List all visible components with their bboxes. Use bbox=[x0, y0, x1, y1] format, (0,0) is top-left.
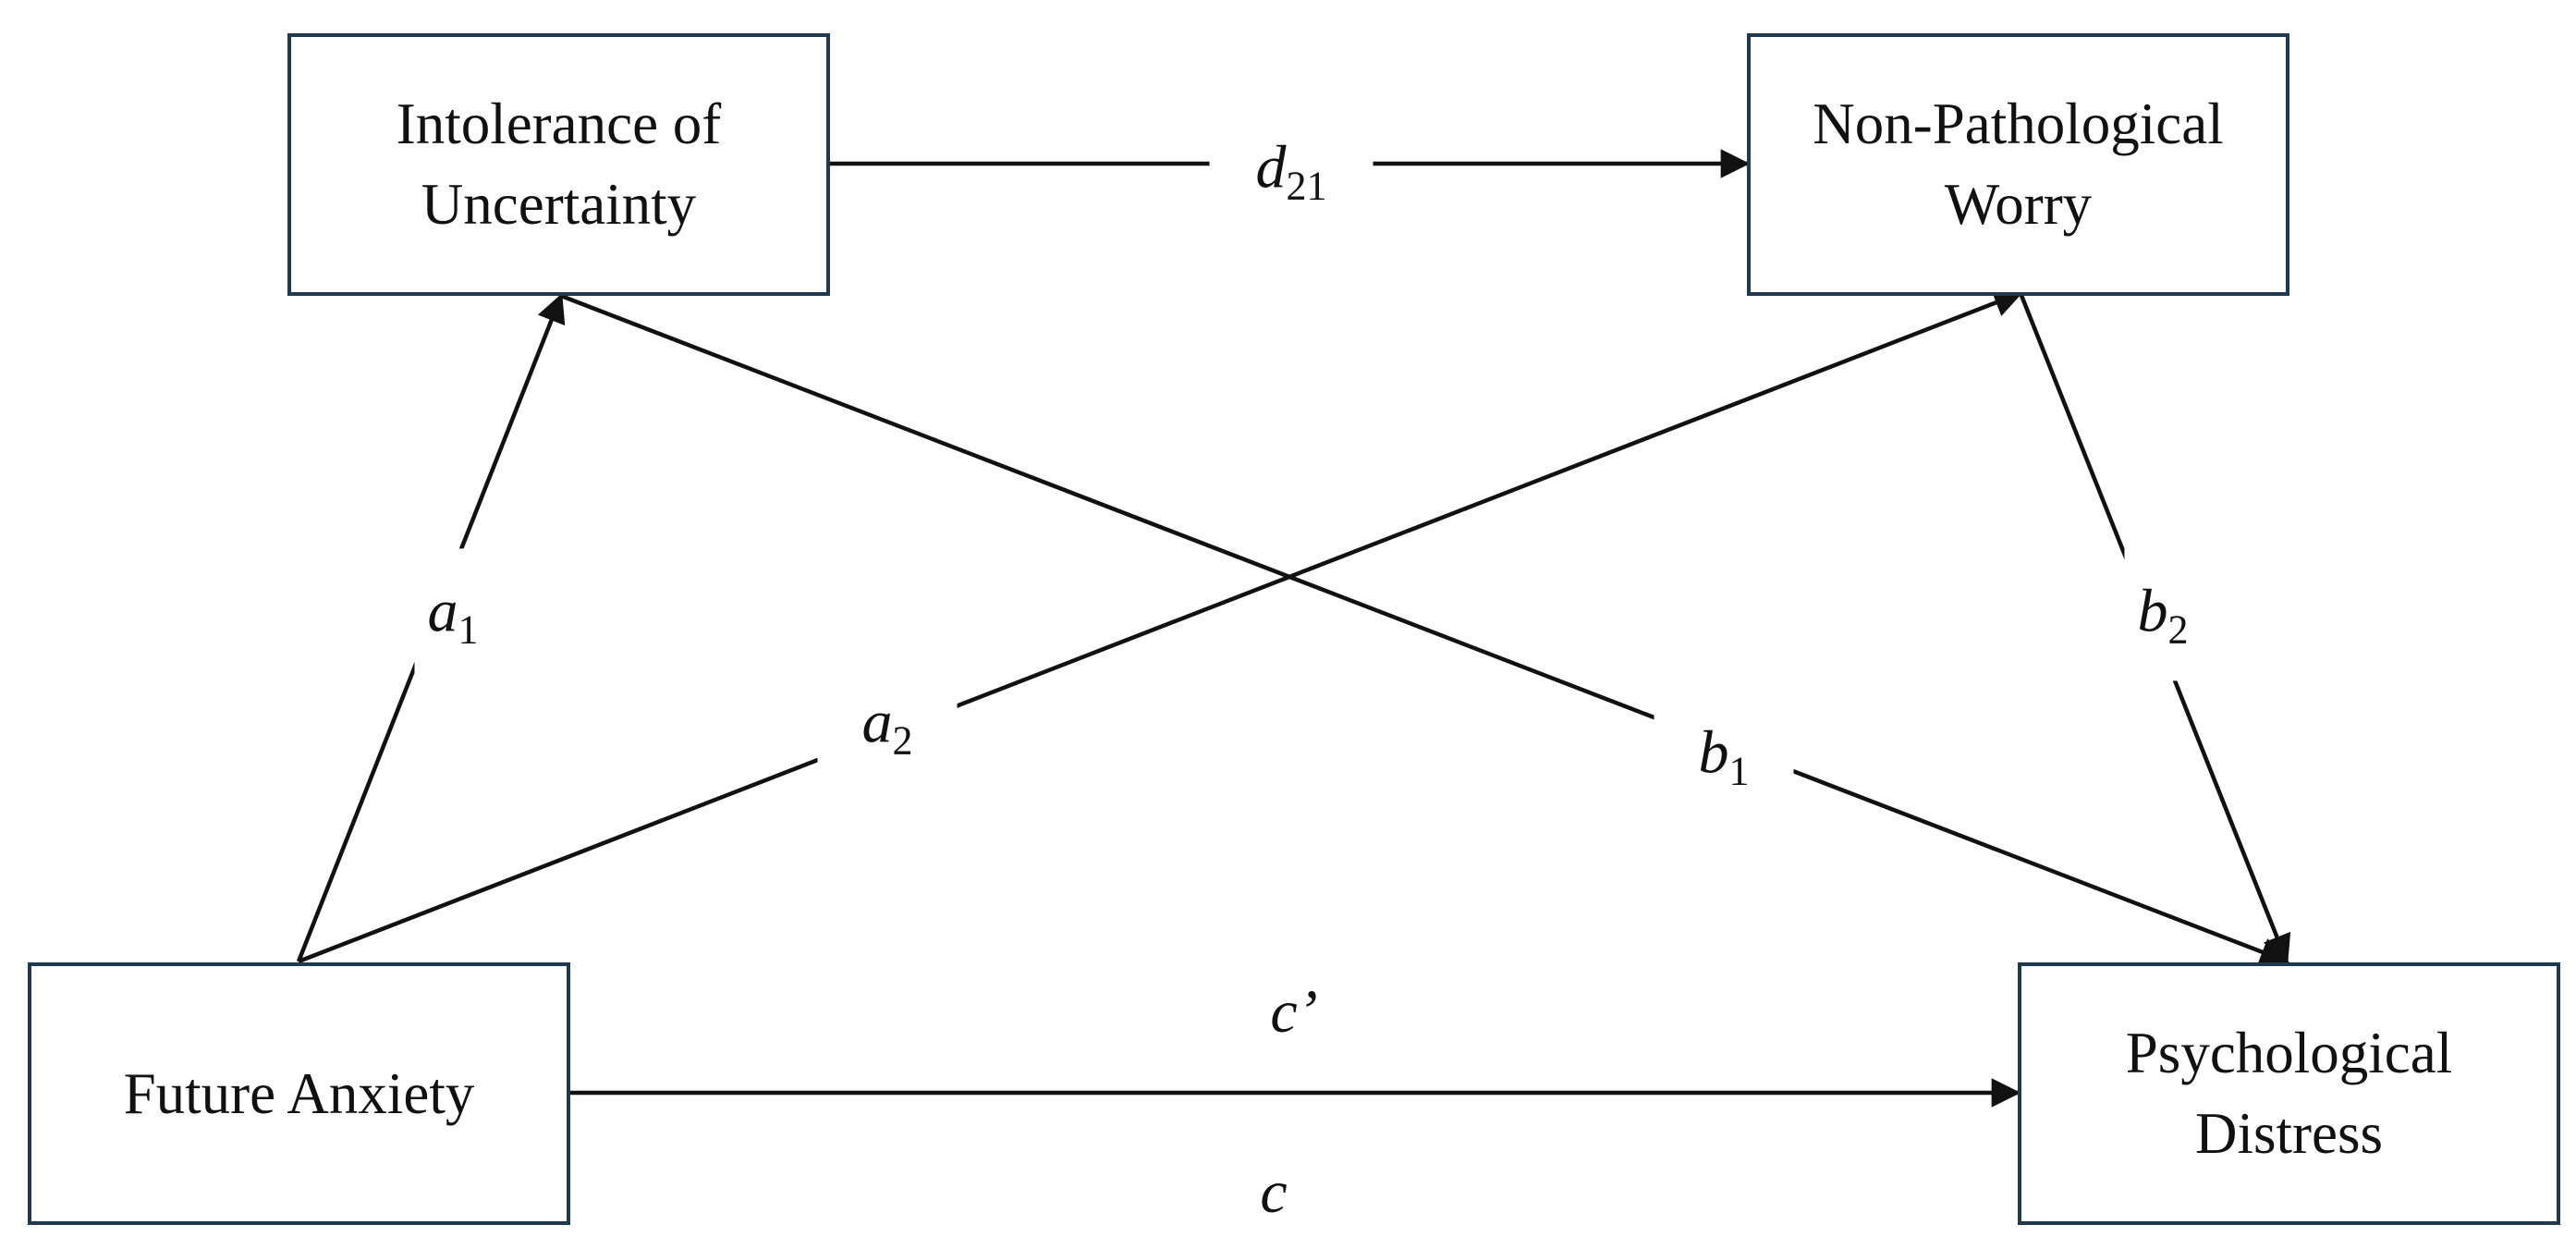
node-pd-line2: Distress bbox=[2194, 1101, 2383, 1166]
path-label-d21: d21 bbox=[1209, 129, 1373, 214]
node-pd-line1: Psychological bbox=[2125, 1021, 2453, 1086]
node-non-pathological-worry: Non-Pathological Worry bbox=[1747, 33, 2289, 296]
arrow-b1 bbox=[560, 293, 2289, 966]
node-npw-line2: Worry bbox=[1944, 172, 2093, 237]
path-label-b2: b2 bbox=[2124, 548, 2202, 681]
path-a1-sub: 1 bbox=[458, 606, 479, 653]
path-b1-sub: 1 bbox=[1728, 748, 1750, 794]
path-c-prime-main: c’ bbox=[1270, 978, 1318, 1046]
path-d21-main: d bbox=[1255, 133, 1287, 202]
path-a2-main: a bbox=[861, 688, 893, 756]
node-future-anxiety: Future Anxiety bbox=[28, 962, 570, 1225]
path-label-a1: a1 bbox=[414, 548, 492, 681]
arrow-a2 bbox=[298, 288, 2023, 964]
path-d21-sub: 21 bbox=[1286, 163, 1327, 209]
path-label-c-prime: c’ bbox=[1261, 973, 1326, 1051]
node-npw-line1: Non-Pathological bbox=[1813, 92, 2224, 157]
node-iu-line2: Uncertainty bbox=[421, 172, 697, 237]
path-label-c: c bbox=[1251, 1154, 1296, 1231]
path-b1-main: b bbox=[1698, 718, 1729, 787]
path-a2-sub: 2 bbox=[892, 717, 913, 764]
node-fa-line1: Future Anxiety bbox=[123, 1060, 475, 1126]
path-b2-sub: 2 bbox=[2167, 606, 2189, 653]
path-label-a2: a2 bbox=[817, 661, 958, 790]
node-iu-line1: Intolerance of bbox=[396, 92, 722, 157]
path-label-b1: b1 bbox=[1654, 692, 1794, 821]
path-b2-main: b bbox=[2137, 577, 2168, 645]
path-a1-main: a bbox=[427, 577, 458, 645]
path-c-main: c bbox=[1260, 1158, 1288, 1226]
node-psychological-distress: Psychological Distress bbox=[2018, 962, 2560, 1225]
node-intolerance-of-uncertainty: Intolerance of Uncertainty bbox=[287, 33, 830, 296]
